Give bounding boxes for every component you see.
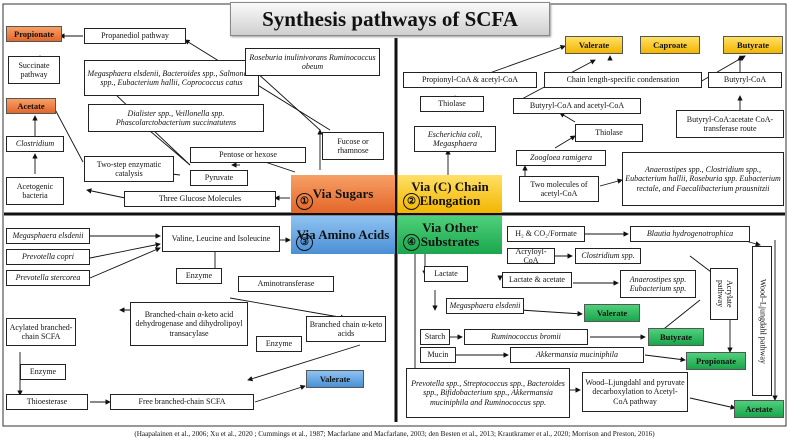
product-caproate: Caproate xyxy=(640,36,700,54)
blautia-hydrogenotrophica: Blautia hydrogenotrophica xyxy=(630,226,750,242)
acryloyl-coa: Acryloyl-CoA xyxy=(507,248,555,264)
megasphaera-list: Megasphaera elsdenii, Bacteroides spp., … xyxy=(84,60,259,96)
product-butyrate-other: Butyrate xyxy=(648,328,704,346)
free-branched-chain-scfa: Free branched-chain SCFA xyxy=(110,394,254,410)
ruminococcus-bromii: Ruminococcus bromii xyxy=(464,329,588,345)
anaerostipes-list: Anaerostipes spp., Clostridium spp., Eub… xyxy=(622,152,784,206)
diagram-title: Synthesis pathways of SCFA xyxy=(230,2,550,36)
hub-via-amino-acids: Via Amino Acids ③ xyxy=(291,216,395,254)
prevotella-copri: Prevotella copri xyxy=(6,249,90,265)
product-valerate-top: Valerate xyxy=(565,36,623,54)
fucose-rhamnose: Fucose or rhamnose xyxy=(322,132,384,160)
hub-via-sugars-label: Via Sugars xyxy=(312,185,374,201)
lactate: Lactate xyxy=(424,266,468,282)
roseburia-list: Roseburia inulinivorans Ruminococcus obe… xyxy=(245,48,380,76)
megasphaera-elsdenii-amino: Megasphaera elsdenii xyxy=(6,228,90,244)
megasphaera-elsdenii-other: Megasphaera elsdenii xyxy=(446,298,524,314)
succinate-pathway: Succinate pathway xyxy=(8,56,60,84)
two-step-catalysis: Two-step enzymatic catalysis xyxy=(84,156,174,182)
thiolase-1: Thiolase xyxy=(420,96,484,112)
product-valerate-amino: Valerate xyxy=(306,370,364,388)
mucin: Mucin xyxy=(420,347,456,363)
butyryl-acetyl-coa: Butyryl-CoA and acetyl-CoA xyxy=(513,98,641,114)
product-acetate-other: Acetate xyxy=(734,400,784,418)
hub-number-4: ④ xyxy=(403,234,420,251)
chain-length-condensation: Chain length-specific condensation xyxy=(544,72,702,88)
hub-number-1: ① xyxy=(296,193,313,210)
propanediol-pathway: Propanediol pathway xyxy=(84,28,186,44)
three-glucose-molecules: Three Glucose Molecules xyxy=(124,191,276,207)
product-valerate-other: Valerate xyxy=(584,304,640,322)
akkermansia-muciniphila: Akkermansia muciniphila xyxy=(510,347,644,363)
wood-ljungdahl-pyruvate: Wood–Ljungdahl and pyruvate decarboxylat… xyxy=(582,372,688,412)
enzyme-3: Enzyme xyxy=(20,364,66,380)
acetogenic-bacteria: Acetogenic bacteria xyxy=(6,177,64,205)
propionyl-acetyl-coa: Propionyl-CoA & acetyl-CoA xyxy=(403,72,537,88)
butyryl-coa: Butyryl-CoA xyxy=(708,72,782,88)
aminotransferase: Aminotransferase xyxy=(238,276,334,292)
ecoli-megasphaera: Escherichia coli, Megasphaera xyxy=(414,126,496,152)
product-propionate-top: Propionate xyxy=(6,26,62,42)
bckd-transacylase: Branched-chain α-keto acid dehydrogenase… xyxy=(130,302,248,346)
hub-via-chain-elongation: Via (C) Chain Elongation ② xyxy=(398,175,502,213)
clostridium-box: Clostridium xyxy=(6,136,64,152)
h2-co2-formate: H₂ & CO₂/Formate xyxy=(507,226,585,242)
product-butyrate-top: Butyrate xyxy=(723,36,783,54)
enzyme-1: Enzyme xyxy=(176,268,222,284)
pentose-hexose: Pentose or hexose xyxy=(190,147,306,163)
dialister-list: Dialister spp., Veillonella spp. Phascol… xyxy=(88,104,264,132)
lactate-and-acetate: Lactate & acetate xyxy=(502,272,572,288)
clostridium-spp: Clostridium spp. xyxy=(575,248,641,264)
acrylate-pathway: Acrylate pathway xyxy=(710,268,738,320)
hub-number-2: ② xyxy=(403,193,420,210)
prevotella-list: Prevotella spp., Streptococcus spp., Bac… xyxy=(406,368,570,418)
wood-ljungdahl-vertical: Wood–Ljungdahl pathway xyxy=(752,246,772,396)
thiolase-2: Thiolase xyxy=(575,124,643,142)
transferase-route: Butyryl-CoA:acetate CoA-transferase rout… xyxy=(676,110,784,138)
product-propionate-other: Propionate xyxy=(686,352,746,370)
thioesterase: Thioesterase xyxy=(6,394,88,410)
enzyme-2: Enzyme xyxy=(256,336,302,352)
product-acetate-top: Acetate xyxy=(6,98,56,114)
branched-chain-keto-acids: Branched chain α-keto acids xyxy=(306,316,386,342)
anaerostipes-eubacterium: Anaerostipes spp. Eubacterium spp. xyxy=(620,270,696,298)
valine-leucine-isoleucine: Valine, Leucine and Isoleucine xyxy=(162,226,280,252)
prevotella-stercorea: Prevotella stercorea xyxy=(6,270,90,286)
wood-ljungdahl-vertical-label: Wood–Ljungdahl pathway xyxy=(758,278,768,364)
hub-via-chain-label: Via (C) Chain Elongation xyxy=(411,178,489,208)
two-molecules-acetyl-coa: Two molecules of acetyl-CoA xyxy=(519,176,599,202)
acylated-branched-chain-scfa: Acylated branched-chain SCFA xyxy=(6,318,76,346)
references-footer: (Haapalainen et al., 2006; Xu et al., 20… xyxy=(134,430,655,438)
pyruvate-box: Pyruvate xyxy=(190,170,248,186)
starch: Starch xyxy=(420,329,450,345)
hub-number-3: ③ xyxy=(296,234,313,251)
acrylate-pathway-label: Acrylate pathway xyxy=(716,280,734,308)
hub-via-sugars: Via Sugars ① xyxy=(291,175,395,213)
hub-via-amino-label: Via Amino Acids xyxy=(296,226,390,242)
zoogloea-ramigera: Zoogloea ramigera xyxy=(516,150,606,166)
hub-via-other-substrates: Via Other Substrates ④ xyxy=(398,216,502,254)
hub-via-other-label: Via Other Substrates xyxy=(420,219,480,249)
